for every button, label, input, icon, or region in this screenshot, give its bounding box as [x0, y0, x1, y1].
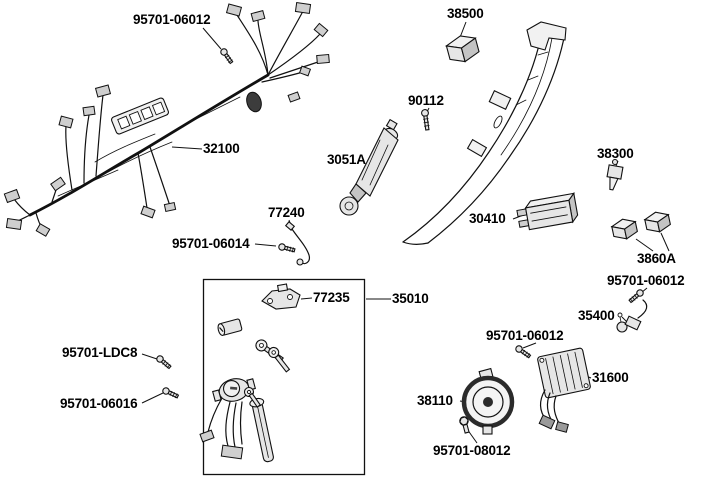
switch-35400-drawing: [616, 299, 648, 333]
screw-95701-06014-drawing: [278, 243, 296, 253]
bolt-90112-drawing: [421, 109, 430, 131]
ignition-switch-drawing: [199, 378, 256, 460]
part-label-31600: 31600: [592, 370, 629, 385]
part-label-95701-LDC8: 95701-LDC8: [62, 345, 138, 360]
part-label-32100: 32100: [203, 141, 240, 156]
wire-harness-drawing: [3, 2, 330, 237]
screw-95701-LDC8-drawing: [156, 355, 172, 370]
key-drawing: [268, 346, 291, 373]
part-label-95701-06014: 95701-06014: [172, 236, 250, 251]
part-label-35010: 35010: [392, 291, 429, 306]
screw-95701-06012-right-drawing: [628, 289, 644, 304]
ignition-coil-drawing: [339, 118, 399, 216]
fuse-38300-drawing: [606, 158, 624, 191]
part-label-35400: 35400: [578, 308, 615, 323]
screw-95701-06016-drawing: [162, 387, 180, 399]
regulator-31600-drawing: [537, 347, 591, 433]
lock-set-box-drawing: [199, 278, 366, 476]
part-label-3860A: 3860A: [637, 251, 676, 266]
harness-relay-drawing: [246, 91, 262, 113]
part-label-95701-06012-mid: 95701-06012: [486, 328, 564, 343]
part-label-95701-06012-right: 95701-06012: [607, 273, 685, 288]
screw-95701-06012-mid-drawing: [515, 345, 532, 359]
fuse-comb-drawing: [111, 97, 169, 135]
connector-covers-drawing: [610, 211, 671, 240]
latch-77235-drawing: [261, 283, 301, 310]
part-label-38300: 38300: [597, 146, 634, 161]
part-label-38110: 38110: [417, 393, 453, 408]
steering-lock-drawing: [243, 386, 274, 463]
part-label-38500: 38500: [447, 6, 484, 21]
cable-77240-drawing: [284, 221, 310, 266]
part-label-95701-06012-top: 95701-06012: [133, 12, 211, 27]
part-label-95701-06016: 95701-06016: [60, 396, 138, 411]
part-label-95701-08012: 95701-08012: [433, 443, 511, 458]
cdi-unit-drawing: [516, 191, 579, 231]
frame-spar-drawing: [402, 21, 567, 245]
relay-38500-drawing: [444, 35, 480, 63]
bolt-95701-08012-drawing: [459, 416, 470, 434]
part-label-77235: 77235: [313, 290, 350, 305]
screw-95701-06012-top-drawing: [220, 48, 234, 65]
part-label-3051A: 3051A: [327, 152, 366, 167]
leader-lines: [141, 21, 670, 444]
horn-38110-drawing: [461, 367, 515, 435]
part-label-30410: 30410: [469, 211, 506, 226]
lock-cylinder-drawing: [217, 318, 243, 336]
part-label-90112: 90112: [408, 93, 444, 108]
part-label-77240: 77240: [268, 205, 305, 220]
